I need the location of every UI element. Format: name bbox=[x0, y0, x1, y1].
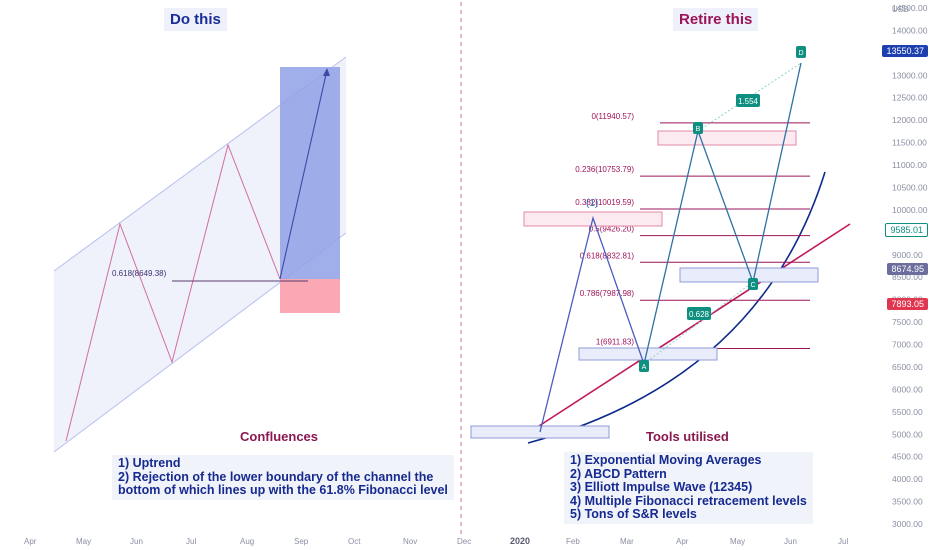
fib-level-label: 0.786(7987.98) bbox=[580, 289, 635, 298]
projection-arrow bbox=[279, 69, 328, 280]
pattern-point-badge bbox=[796, 46, 806, 58]
y-tick-label: 3500.00 bbox=[892, 497, 923, 507]
y-tick-label: 13000.00 bbox=[892, 70, 928, 80]
x-tick-label: Sep bbox=[294, 537, 309, 546]
right-panel-title: Retire this bbox=[673, 8, 759, 31]
price-tag: 8674.95 bbox=[887, 263, 928, 276]
elliott-wave-label: (1) bbox=[586, 198, 598, 209]
long-target-zone bbox=[280, 67, 340, 279]
pattern-point-badge bbox=[639, 360, 649, 372]
sr-box-top bbox=[657, 130, 797, 146]
pattern-point-badge bbox=[748, 278, 758, 290]
confluences-text: 1) Uptrend 2) Rejection of the lower bou… bbox=[112, 455, 454, 500]
x-tick-label: Jul bbox=[186, 537, 196, 546]
y-tick-label: 6500.00 bbox=[892, 362, 923, 372]
axis-currency: USD bbox=[892, 5, 909, 14]
x-tick-label: 2020 bbox=[510, 536, 530, 546]
y-tick-label: 7500.00 bbox=[892, 317, 923, 327]
time-axis: Apr May Jun Jul Aug Sep Oct Nov Dec 2020 Feb Mar Apr… bbox=[24, 536, 848, 546]
projection-arrowhead bbox=[323, 68, 330, 76]
x-tick-label: Dec bbox=[457, 537, 471, 546]
tools-text: 1) Exponential Moving Averages 2) ABCD P… bbox=[564, 452, 813, 524]
x-tick-label: May bbox=[730, 537, 745, 546]
ratio-badge-label: 0.628 bbox=[689, 310, 710, 319]
fib-level-label: 1(6911.83) bbox=[596, 337, 634, 346]
y-tick-label: 11500.00 bbox=[892, 138, 927, 148]
y-tick-label: 11000.00 bbox=[892, 160, 927, 170]
x-tick-label: Mar bbox=[620, 537, 634, 546]
pattern-point-badge bbox=[693, 122, 703, 134]
y-tick-label: 7000.00 bbox=[892, 340, 923, 350]
x-tick-label: Feb bbox=[566, 537, 580, 546]
y-tick-label: 12000.00 bbox=[892, 115, 928, 125]
fib-618-label: 0.618(8649.38) bbox=[112, 269, 167, 278]
pattern-point-label: D bbox=[798, 50, 803, 57]
left-panel-title: Do this bbox=[164, 8, 227, 31]
ema-slow bbox=[527, 171, 826, 444]
ratio-badge-label: 1.554 bbox=[738, 97, 759, 106]
long-stop-zone bbox=[280, 279, 340, 313]
pattern-point-label: C bbox=[750, 282, 755, 289]
x-tick-label: Jun bbox=[130, 537, 143, 546]
x-tick-label: May bbox=[76, 537, 91, 546]
fib-level-label: 0.236(10753.79) bbox=[575, 165, 634, 174]
right-panel-title-text: Retire this bbox=[679, 11, 753, 28]
tools-heading: Tools utilised bbox=[646, 429, 729, 444]
y-tick-label: 4500.00 bbox=[892, 452, 923, 462]
x-tick-label: Apr bbox=[24, 537, 37, 546]
x-tick-label: Nov bbox=[403, 537, 417, 546]
fib-level-label: 0.5(9426.20) bbox=[589, 225, 635, 234]
y-tick-label: 5500.00 bbox=[892, 407, 923, 417]
y-tick-label: 5000.00 bbox=[892, 429, 923, 439]
fib-level-label: 0.618(8832.81) bbox=[580, 251, 635, 260]
x-tick-label: Apr bbox=[676, 537, 689, 546]
y-tick-label: 10000.00 bbox=[892, 205, 928, 215]
y-tick-label: 3000.00 bbox=[892, 519, 923, 529]
abcd-path bbox=[539, 62, 802, 433]
confluences-heading: Confluences bbox=[240, 429, 319, 444]
x-tick-label: Aug bbox=[240, 537, 254, 546]
y-tick-label: 9000.00 bbox=[892, 250, 923, 260]
y-tick-label: 10500.00 bbox=[892, 182, 928, 192]
y-tick-label: 4000.00 bbox=[892, 474, 923, 484]
left-panel-drawings: 0.618(8649.38) bbox=[53, 2, 462, 534]
y-tick-label: 14000.00 bbox=[892, 25, 928, 35]
y-tick-label: 12500.00 bbox=[892, 93, 928, 103]
left-panel-title-text: Do this bbox=[170, 11, 221, 28]
right-panel-drawings: 0(11940.57) 0.236(10753.79) 0.382(10019.59… bbox=[470, 46, 851, 444]
abcd-teal-overlay bbox=[643, 62, 802, 365]
ratio-badge bbox=[687, 307, 711, 320]
price-tag: 7893.05 bbox=[887, 298, 928, 311]
pattern-point-label: A bbox=[642, 364, 647, 371]
sr-box-a bbox=[578, 347, 718, 361]
ema-fast bbox=[521, 223, 851, 438]
price-path-zigzag bbox=[65, 143, 281, 442]
price-tag: 13550.37 bbox=[882, 44, 928, 57]
fib-level-label: 0(11940.57) bbox=[591, 112, 634, 121]
y-tick-label: 14500.00 bbox=[892, 3, 928, 13]
fib-level-label: 0.382(10019.59) bbox=[575, 198, 634, 207]
ratio-badge bbox=[736, 94, 760, 107]
y-tick-label: 8500.00 bbox=[892, 272, 923, 282]
price-tag: 9585.01 bbox=[885, 222, 928, 237]
pattern-point-label: B bbox=[696, 126, 701, 133]
x-tick-label: Oct bbox=[348, 537, 361, 546]
x-tick-label: Jul bbox=[838, 537, 848, 546]
ratio-line-ac bbox=[643, 281, 754, 365]
y-tick-label: 6000.00 bbox=[892, 384, 923, 394]
x-tick-label: Jun bbox=[784, 537, 797, 546]
